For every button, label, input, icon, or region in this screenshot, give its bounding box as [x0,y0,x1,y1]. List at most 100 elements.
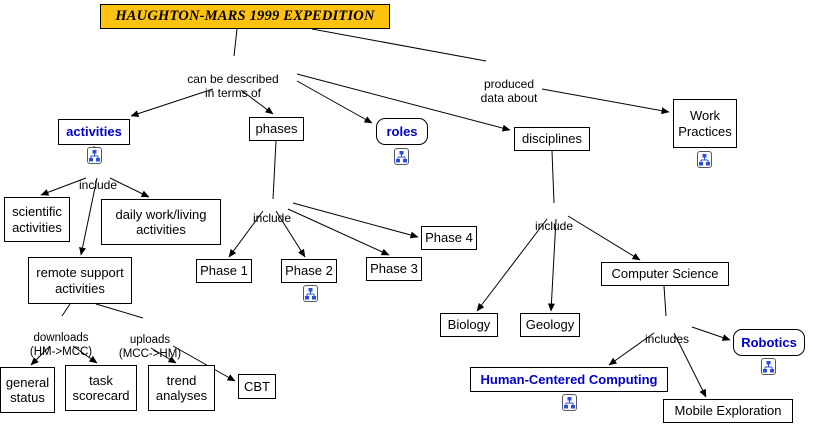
concept-label: scientific activities [12,204,62,235]
concept-roles[interactable]: roles [376,118,428,145]
link-line [663,285,667,317]
resources-glyph [564,396,575,408]
concept-label: daily work/living activities [115,206,207,237]
phrase-label: include [252,210,292,225]
link-line [551,150,555,204]
concept-label: task scorecard [72,372,130,403]
linking-phrase-include-activities[interactable]: include [78,163,118,192]
linking-phrase-include-disciplines[interactable]: include [533,204,575,233]
linked-resources-icon[interactable] [562,394,577,411]
resources-glyph [305,287,316,299]
concept-scientific-activities[interactable]: scientific activities [4,197,70,242]
phrase-label: produced data about [480,76,538,106]
phrase-label: downloads (HM->MCC) [29,332,93,359]
concept-robotics[interactable]: Robotics [733,329,805,356]
linked-resources-icon[interactable] [87,147,102,164]
linking-phrase-includes-cs[interactable]: includes [643,317,691,346]
link-arrow [275,210,306,258]
link-arrow [228,210,264,258]
phrase-label: uploads (MCC->HM) [118,334,182,361]
concept-label: Phase 4 [425,230,473,246]
linking-phrase-downloads[interactable]: downloads (HM->MCC) [26,317,96,359]
link-arrow [673,332,707,398]
concept-title[interactable]: HAUGHTON-MARS 1999 EXPEDITION [100,4,390,29]
concept-phase-1[interactable]: Phase 1 [196,259,252,283]
link-arrow [476,218,548,312]
link-arrow [287,208,390,256]
concept-label: disciplines [522,131,582,147]
linking-phrase-uploads[interactable]: uploads (MCC->HM) [118,319,182,361]
resources-glyph [89,149,100,161]
concept-label: Robotics [741,334,797,350]
link-arrow [72,345,98,364]
link-line [233,28,238,57]
link-arrow [608,332,655,366]
linking-phrase-described[interactable]: can be described in terms of [170,57,296,101]
link-arrow [296,80,373,124]
concept-label: CBT [244,378,270,394]
linking-phrase-include-phases[interactable]: include [251,196,293,225]
concept-geology[interactable]: Geology [520,313,580,337]
concept-label: Phase 1 [200,263,248,279]
concept-label: Human-Centered Computing [480,371,658,387]
concept-phase-4[interactable]: Phase 4 [421,226,477,250]
concept-label: Computer Science [611,266,719,282]
concept-label: trend analyses [155,372,208,403]
concept-human-centered-computing[interactable]: Human-Centered Computing [470,367,668,392]
linked-resources-icon[interactable] [697,151,712,168]
concept-trend-analyses[interactable]: trend analyses [148,365,215,411]
link-line [272,140,277,200]
concept-biology[interactable]: Biology [440,313,498,337]
concept-mobile-exploration[interactable]: Mobile Exploration [663,399,793,423]
concept-label: Biology [447,317,491,333]
concept-daily-work-living-activities[interactable]: daily work/living activities [101,199,221,245]
concept-phase-3[interactable]: Phase 3 [366,257,422,281]
concept-work-practices[interactable]: Work Practices [673,99,737,148]
concept-disciplines[interactable]: disciplines [514,127,590,151]
link-arrow [109,177,150,198]
concept-cbt[interactable]: CBT [238,374,276,399]
concept-label: Phase 2 [285,263,333,279]
link-arrow [691,326,731,341]
resources-glyph [396,150,407,162]
concept-remote-support-activities[interactable]: remote support activities [28,257,132,304]
phrase-label: include [534,218,574,233]
linked-resources-icon[interactable] [394,148,409,165]
link-line [311,28,487,62]
concept-label: Mobile Exploration [674,403,782,419]
phrase-label: include [78,177,118,192]
concept-task-scorecard[interactable]: task scorecard [65,365,137,411]
link-arrow [40,177,87,196]
link-arrow [30,345,51,366]
link-arrow [292,202,419,239]
link-arrow [79,177,98,256]
link-arrow [547,218,557,312]
linked-resources-icon[interactable] [303,285,318,302]
linked-resources-icon[interactable] [761,358,776,375]
concept-label: phases [255,121,298,137]
concept-activities[interactable]: activities [58,119,130,145]
concept-phases[interactable]: phases [249,117,304,141]
link-arrow [150,347,177,364]
concept-label: general status [5,374,50,405]
phrase-label: can be described in terms of [187,71,279,101]
link-arrow [541,88,670,115]
phrase-label: includes [644,331,690,346]
concept-label: activities [66,124,122,140]
link-arrow [296,73,511,132]
concept-label: Work Practices [678,108,732,139]
concept-computer-science[interactable]: Computer Science [601,262,729,286]
concept-general-status[interactable]: general status [0,367,55,413]
link-arrow [172,345,236,382]
linking-phrase-produced[interactable]: produced data about [477,62,541,106]
link-line [61,303,71,317]
concept-label: roles [386,123,418,139]
resources-glyph [699,153,710,165]
concept-label: remote support activities [36,265,124,296]
concept-label: Phase 3 [370,261,418,277]
resources-glyph [763,360,774,372]
link-line [95,303,144,319]
concept-phase-2[interactable]: Phase 2 [281,259,337,283]
